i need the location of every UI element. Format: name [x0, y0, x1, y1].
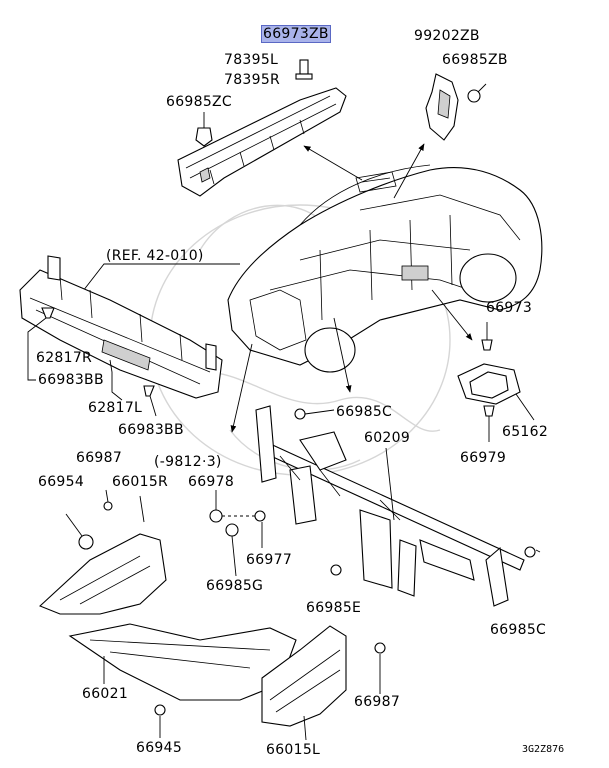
part-label-66015l[interactable]: 66015L [266, 742, 321, 758]
part-label-62817r[interactable]: 62817R [36, 350, 93, 366]
bolt-66985zb [467, 83, 487, 103]
part-label-66983bb-b[interactable]: 66983BB [118, 422, 184, 438]
part-label-66985e[interactable]: 66985E [306, 600, 362, 616]
part-label-78395r[interactable]: 78395R [224, 72, 281, 88]
undercover-66021 [68, 623, 297, 738]
part-label-66985c-b[interactable]: 66985C [490, 622, 547, 638]
part-label-66985zb[interactable]: 66985ZB [442, 52, 508, 68]
steering-support-60209 [255, 405, 525, 607]
part-label-66015r[interactable]: 66015R [112, 474, 169, 490]
part-label-66987-b[interactable]: 66987 [354, 694, 401, 710]
range-label: (-9812·3) [154, 454, 222, 470]
cowl-top-panel [177, 87, 347, 197]
part-label-99202zb[interactable]: 99202ZB [414, 28, 480, 44]
ref-bracket [75, 263, 240, 301]
diagram-code: 3G2Z876 [522, 744, 565, 755]
nuts-66978-66977 [209, 490, 266, 577]
undercover-66015l [261, 625, 386, 741]
bracket-99202zb [425, 73, 459, 141]
part-label-62817l[interactable]: 62817L [88, 400, 143, 416]
part-label-66985c-a[interactable]: 66985C [336, 404, 393, 420]
part-label-60209[interactable]: 60209 [364, 430, 411, 446]
pointer-arrows [230, 143, 473, 433]
undercover-66015r [38, 489, 167, 615]
part-label-66977[interactable]: 66977 [246, 552, 293, 568]
part-label-66985g[interactable]: 66985G [206, 578, 264, 594]
bolts-66985c-e [294, 408, 541, 576]
leaders-left [27, 317, 157, 417]
part-label-66973zb[interactable]: 66973ZB [261, 25, 331, 43]
clips-66983bb [41, 307, 155, 397]
part-label-65162[interactable]: 65162 [502, 424, 549, 440]
screw-66973zb [295, 59, 313, 80]
clip-66985zc [195, 112, 213, 147]
part-label-66973[interactable]: 66973 [486, 300, 533, 316]
part-label-66983bb-a[interactable]: 66983BB [38, 372, 104, 388]
cowl-member-62817 [19, 255, 223, 399]
part-label-66021[interactable]: 66021 [82, 686, 129, 702]
plug-66973 [481, 322, 493, 351]
grommet-66979 [483, 405, 495, 442]
vehicle-body-outline [227, 164, 543, 373]
part-label-66945[interactable]: 66945 [136, 740, 183, 756]
part-label-78395l[interactable]: 78395L [224, 52, 279, 68]
part-label-66954[interactable]: 66954 [38, 474, 85, 490]
part-label-66979[interactable]: 66979 [460, 450, 507, 466]
part-label-66978[interactable]: 66978 [188, 474, 235, 490]
part-label-66987-a[interactable]: 66987 [76, 450, 123, 466]
cover-65162 [457, 363, 535, 421]
part-label-66985zc[interactable]: 66985ZC [166, 94, 233, 110]
ref-label: (REF. 42-010) [106, 248, 204, 264]
